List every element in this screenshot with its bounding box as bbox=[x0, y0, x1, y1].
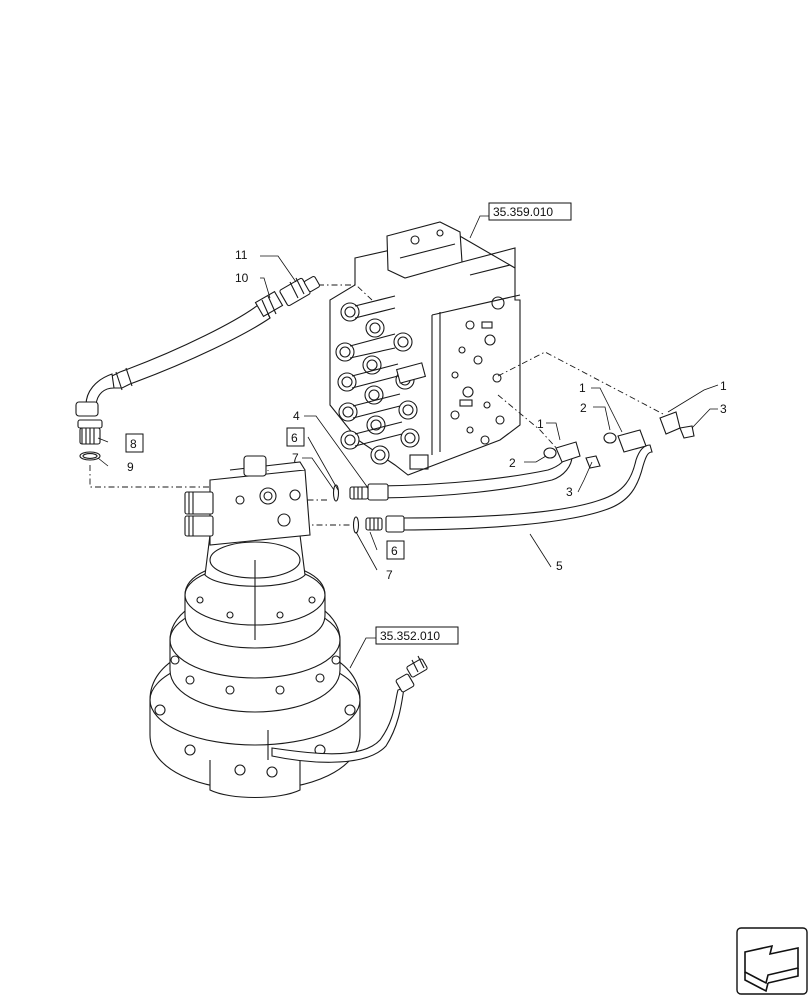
leader-lines bbox=[97, 215, 719, 669]
callout-numbers: 11 10 9 4 7 7 5 1 2 3 1 2 1 3 bbox=[127, 248, 727, 582]
callout-1-a: 1 bbox=[537, 417, 544, 431]
ref-control-valve[interactable]: 35.359.010 bbox=[488, 202, 572, 221]
callout-box-8[interactable]: 8 bbox=[125, 433, 144, 453]
callout-3-a: 3 bbox=[566, 485, 573, 499]
callout-3-b: 3 bbox=[720, 402, 727, 416]
spool-caps bbox=[335, 302, 420, 465]
ref-swing-motor[interactable]: 35.352.010 bbox=[375, 626, 459, 645]
ref-swing-motor-label: 35.352.010 bbox=[380, 629, 440, 643]
callout-7-upper: 7 bbox=[292, 451, 299, 465]
callout-9: 9 bbox=[127, 460, 134, 474]
callout-6-upper-label: 6 bbox=[291, 431, 298, 445]
swing-hoses bbox=[332, 411, 695, 534]
ref-control-valve-label: 35.359.010 bbox=[493, 205, 553, 219]
callout-6-lower-label: 6 bbox=[391, 544, 398, 558]
return-arrow-icon[interactable] bbox=[736, 927, 808, 995]
callout-box-6-lower[interactable]: 6 bbox=[386, 540, 405, 560]
callout-4: 4 bbox=[293, 409, 300, 423]
callout-7-lower: 7 bbox=[386, 568, 393, 582]
callout-2-b: 2 bbox=[580, 401, 587, 415]
callout-box-6-upper[interactable]: 6 bbox=[286, 427, 305, 447]
callout-5: 5 bbox=[556, 559, 563, 573]
callout-1-b: 1 bbox=[579, 381, 586, 395]
callout-2-a: 2 bbox=[509, 456, 516, 470]
callout-10: 10 bbox=[235, 271, 249, 285]
upper-hose-assembly bbox=[75, 275, 321, 461]
callout-11: 11 bbox=[235, 248, 248, 262]
control-valve-block bbox=[329, 221, 521, 476]
swing-motor bbox=[149, 455, 428, 799]
callout-1-c: 1 bbox=[720, 379, 727, 393]
callout-8-label: 8 bbox=[130, 437, 137, 451]
